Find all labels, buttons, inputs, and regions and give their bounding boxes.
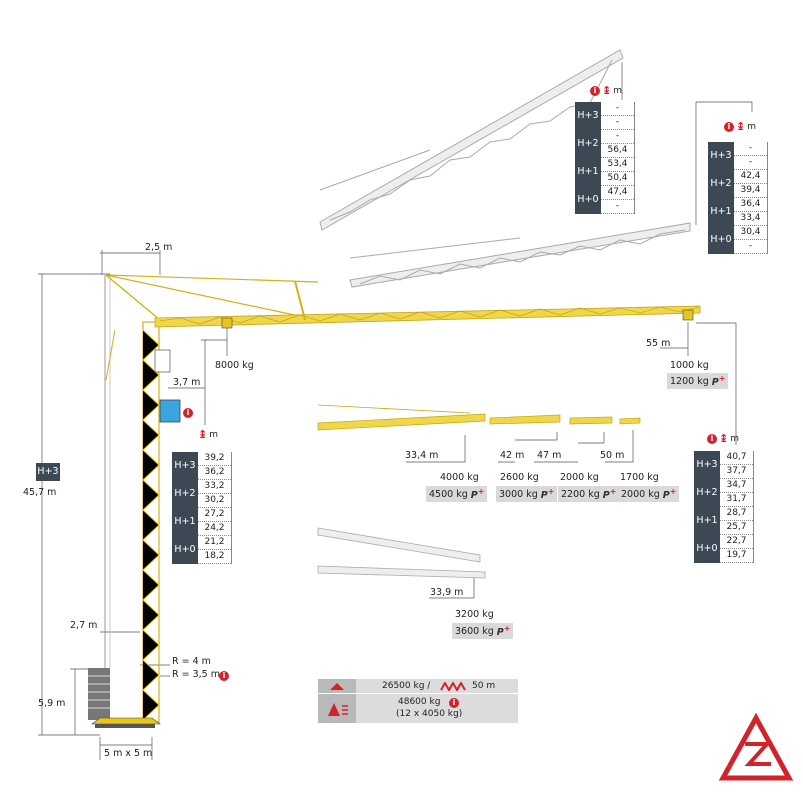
- weight-icon: [318, 679, 356, 693]
- info-icon: i: [590, 85, 600, 96]
- weight-info-box: 26500 kg / 50 m 48600 kg i (12 x 4050 kg…: [318, 679, 518, 723]
- lower-cabin: [159, 399, 181, 423]
- hook-label-horiz: i↨m: [707, 432, 739, 445]
- pt2-radius: 42 m: [500, 450, 525, 461]
- crane-base: [88, 668, 161, 728]
- hook-icon: ↨: [602, 84, 612, 97]
- luffing-jib-steep: [319, 49, 624, 231]
- ballast-weight: 48600 kg: [398, 697, 441, 707]
- pt3-kg: 2000 kg: [560, 472, 599, 483]
- info-icon: i: [724, 121, 734, 132]
- info-icon: i: [707, 433, 717, 444]
- tip-radius: 55 m: [646, 338, 671, 349]
- jib-top-dim: 2,5 m: [145, 242, 173, 253]
- pt4-radius: 50 m: [600, 450, 625, 461]
- main-jib: [154, 280, 701, 328]
- info-icon: i: [449, 698, 459, 708]
- ballast-icon: [318, 694, 356, 723]
- short-jib-configs: [317, 404, 641, 431]
- hook-icon: ↨: [719, 432, 729, 445]
- short-radius: 33,9 m: [430, 587, 464, 598]
- p-plus-icon: P+: [711, 374, 726, 389]
- hook-label-luff2: i↨m: [724, 120, 756, 133]
- max-load: 8000 kg: [215, 360, 254, 371]
- p-plus-icon: P+: [540, 487, 555, 502]
- pt1-radius: 33,4 m: [405, 450, 439, 461]
- crane-weight: 26500 kg /: [382, 681, 431, 691]
- pt3-radius: 47 m: [537, 450, 562, 461]
- hook-label-main: ↨m: [198, 428, 218, 441]
- hook-icon: ↨: [198, 428, 208, 441]
- info-icon: i: [183, 408, 193, 418]
- grey-jib-config: [317, 527, 486, 579]
- total-height: 45,7 m: [23, 487, 57, 498]
- dimension-lines: [38, 62, 753, 760]
- short-kg: 3200 kg: [455, 609, 494, 620]
- hook-label-luff1: i↨m: [590, 84, 622, 97]
- jib-icon: [440, 682, 466, 691]
- p-plus-icon: P+: [496, 624, 511, 639]
- radius-1: R = 4 m: [172, 656, 211, 667]
- tower-mast: [142, 321, 160, 723]
- tip-load: 1000 kg: [670, 360, 709, 371]
- jib-length: 50 m: [472, 681, 496, 691]
- p-plus-icon: P+: [470, 487, 485, 502]
- p-plus-icon: P+: [602, 487, 617, 502]
- base-height: 5,9 m: [38, 698, 66, 709]
- hook-icon: ↨: [736, 120, 746, 133]
- pt2-kg: 2600 kg: [500, 472, 539, 483]
- brand-logo: [718, 712, 794, 781]
- pt4-kg: 1700 kg: [620, 472, 659, 483]
- top-cabin: [154, 349, 171, 373]
- pt1-kg: 4000 kg: [440, 472, 479, 483]
- info-icon: i: [219, 671, 229, 681]
- luffing-jib-low: [349, 222, 691, 288]
- radius-2: R = 3,5 m: [172, 669, 220, 680]
- cab-offset: 3,7 m: [173, 377, 201, 388]
- mast-offset: 2,7 m: [70, 620, 98, 631]
- p-plus-icon: P+: [662, 487, 677, 502]
- ballast-detail: (12 x 4050 kg): [396, 709, 463, 719]
- base-size: 5 m x 5 m: [104, 748, 153, 759]
- height-tag: H+3: [36, 463, 60, 481]
